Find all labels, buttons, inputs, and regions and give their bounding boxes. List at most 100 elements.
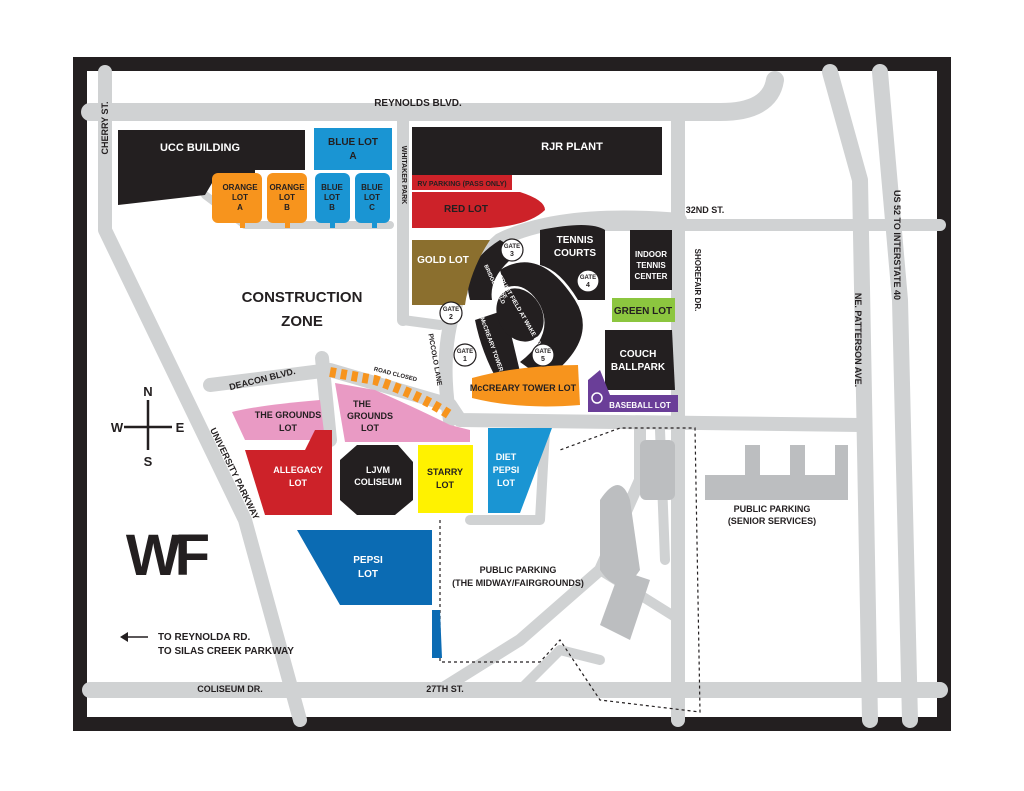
stadium-stand-east <box>500 262 583 380</box>
red-lot <box>412 192 545 228</box>
accessible-icon <box>591 392 603 404</box>
orange-lot-a-tab <box>240 220 245 228</box>
diet-pepsi-lot-label-2: PEPSI <box>493 465 520 475</box>
orange-lot-b-label-1: ORANGE <box>269 183 305 192</box>
allegacy-lot-label-1: ALLEGACY <box>273 465 323 475</box>
area-labels: CONSTRUCTION ZONE PUBLIC PARKING (THE MI… <box>242 289 817 588</box>
blue-lot-c-label-1: BLUE <box>361 183 383 192</box>
couch-ballpark-label-1: COUCH <box>620 349 657 360</box>
whitaker-park-label: WHITAKER PARK <box>400 146 407 204</box>
us52-road <box>872 64 918 728</box>
cherry-st-label: CHERRY ST. <box>100 101 110 154</box>
ucc-building-label: UCC BUILDING <box>160 142 240 154</box>
rv-parking <box>412 175 512 190</box>
grounds-lot-2-label-1: THE <box>353 399 371 409</box>
blue-lot-c-label-3: C <box>369 203 375 212</box>
blue-lot-b <box>315 173 350 223</box>
indoor-tennis-label-1: INDOOR <box>635 250 667 259</box>
rv-parking-label: RV PARKING (PASS ONLY) <box>417 181 506 188</box>
tennis-courts-label-1: TENNIS <box>557 235 594 246</box>
orange-lot-a-label-3: A <box>237 203 243 212</box>
svg-text:GATE: GATE <box>504 244 520 250</box>
gate-1: GATE 1 <box>453 343 477 367</box>
construction-zone-label-2: ZONE <box>281 313 323 330</box>
blue-lot-b-label-1: BLUE <box>321 183 343 192</box>
directions-line-1: TO REYNOLDA RD. <box>158 632 250 643</box>
diet-pepsi-lot-label-3: LOT <box>497 478 515 488</box>
blue-lot-c-label-2: LOT <box>364 193 380 202</box>
orange-lot-a <box>212 173 262 223</box>
couch-ballpark <box>605 330 675 390</box>
gate-5: GATE 5 <box>531 343 555 367</box>
ucc-building <box>118 130 305 205</box>
midway-loop-road <box>515 645 605 695</box>
senior-services-parking-shape <box>705 445 848 500</box>
compass-s: S <box>144 454 153 469</box>
arrow-left-icon <box>120 632 128 642</box>
gate-4: GATE 4 <box>576 269 600 293</box>
patterson-ave-road <box>822 64 878 728</box>
orange-lot-a-label-2: LOT <box>232 193 248 202</box>
public-parking-midway-boundary <box>439 427 701 713</box>
ljvm-coliseum-label-1: LJVM <box>366 465 390 475</box>
blue-lot-a-label-1: BLUE LOT <box>328 137 378 148</box>
svg-text:GATE: GATE <box>457 349 473 355</box>
public-parking-midway-label-2: (THE MIDWAY/FAIRGROUNDS) <box>452 578 584 588</box>
gate-3: GATE 3 <box>500 238 524 262</box>
pepsi-lot-label-1: PEPSI <box>353 555 383 566</box>
university-parkway-road <box>98 105 307 727</box>
orange-lot-b-label-3: B <box>284 203 290 212</box>
indoor-tennis-label-2: TENNIS <box>636 261 666 270</box>
gold-lot-label: GOLD LOT <box>417 255 469 266</box>
red-lot-label: RED LOT <box>444 204 488 215</box>
grounds-lot-1-label-1: THE GROUNDS <box>255 410 322 420</box>
tennis-courts-label-2: COURTS <box>554 248 597 259</box>
blue-lot-a-label-2: A <box>349 151 356 162</box>
compass-e: E <box>176 420 185 435</box>
blue-lot-b-tab <box>330 220 335 228</box>
green-lot-label: GREEN LOT <box>614 306 672 317</box>
rjr-plant <box>412 127 662 175</box>
thirty-second-st-label: 32ND ST. <box>686 205 725 215</box>
public-parking-midway-label-1: PUBLIC PARKING <box>480 565 557 575</box>
orange-lot-b <box>267 173 307 223</box>
diet-pepsi-lot-label-1: DIET <box>496 452 517 462</box>
starry-lot-label-2: LOT <box>436 480 454 490</box>
blue-lot-b-label-3: B <box>329 203 335 212</box>
indoor-tennis-center <box>630 230 672 290</box>
couch-ballpark-label-2: BALLPARK <box>611 362 666 373</box>
green-lot <box>612 298 675 322</box>
gates: GATE 1 GATE 2 GATE 3 GATE 4 GATE 5 <box>439 238 600 367</box>
blue-lot-a <box>314 128 392 170</box>
directions: TO REYNOLDA RD. TO SILAS CREEK PARKWAY <box>120 632 294 657</box>
stadium-field <box>496 288 544 342</box>
pepsi-lot <box>297 530 442 658</box>
grounds-lot-2-label-2: GROUNDS <box>347 411 393 421</box>
pepsi-lot-label-2: LOT <box>358 569 378 580</box>
compass-rose: N S W E <box>111 384 185 469</box>
orange-lot-b-tab <box>285 220 290 228</box>
grounds-lot-1-label-2: LOT <box>279 423 297 433</box>
compass-w: W <box>111 420 124 435</box>
blue-lot-c <box>355 173 390 223</box>
diet-pepsi-lot <box>488 428 552 513</box>
indoor-tennis-label-3: CENTER <box>635 272 668 281</box>
svg-text:3: 3 <box>510 251 514 258</box>
shorefair-dr-label: SHOREFAIR DR. <box>693 249 702 312</box>
gold-lot <box>412 240 490 305</box>
compass-n: N <box>143 384 152 399</box>
wf-logo: WF <box>126 523 209 588</box>
reynolds-blvd-road <box>81 71 784 121</box>
public-parking-senior-label-2: (SENIOR SERVICES) <box>728 516 816 526</box>
orange-lot-a-label-1: ORANGE <box>222 183 258 192</box>
public-parking-lot-shape-2 <box>640 440 675 500</box>
gate-2: GATE 2 <box>439 301 463 325</box>
allegacy-lot <box>245 430 332 515</box>
coliseum-dr-label: COLISEUM DR. <box>197 684 263 694</box>
diet-pepsi-access-road <box>465 425 550 525</box>
svg-text:GATE: GATE <box>443 307 459 313</box>
orange-lot-b-label-2: LOT <box>279 193 295 202</box>
gold-lot-road <box>398 315 445 330</box>
baseball-lot-label: BASEBALL LOT <box>609 401 671 410</box>
